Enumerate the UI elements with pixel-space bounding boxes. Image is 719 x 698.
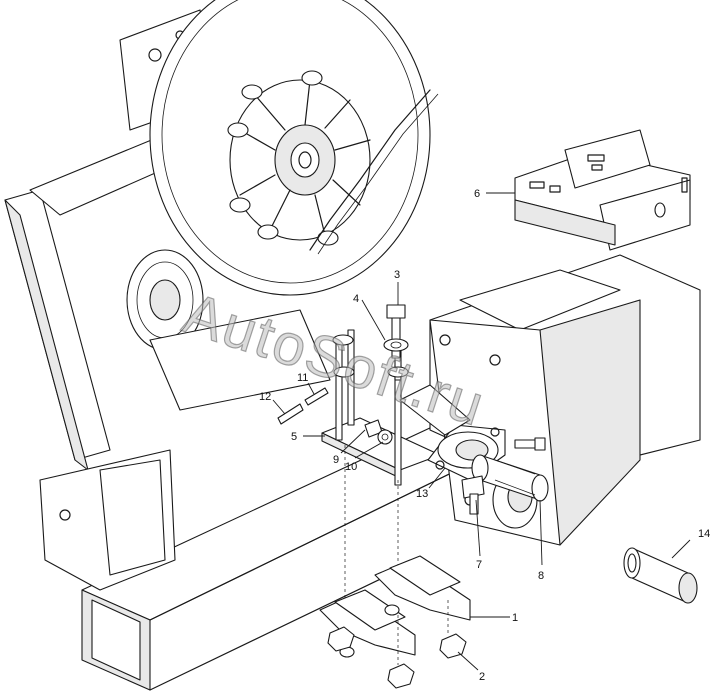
stud-washers bbox=[332, 334, 409, 378]
callout-3: 3 bbox=[394, 269, 400, 281]
gearbox-housing bbox=[429, 254, 701, 546]
part-8-shaft bbox=[471, 437, 549, 502]
part-6-bracket bbox=[514, 129, 691, 251]
callout-5: 5 bbox=[291, 431, 297, 443]
alignment-lines bbox=[344, 445, 449, 665]
left-post bbox=[4, 189, 176, 591]
part-2-nuts bbox=[327, 626, 467, 689]
callout-9: 9 bbox=[333, 454, 339, 466]
part-1-clamp-plates bbox=[319, 555, 471, 658]
callout-labels: 3 4 5 6 7 8 9 10 11 12 13 14 1 2 bbox=[259, 188, 710, 683]
leader-lines bbox=[272, 192, 691, 671]
callout-11: 11 bbox=[297, 372, 308, 384]
callout-2: 2 bbox=[479, 671, 485, 683]
callout-1: 1 bbox=[512, 612, 518, 624]
callout-12: 12 bbox=[259, 391, 271, 403]
part-12-pin bbox=[277, 403, 304, 425]
callout-10: 10 bbox=[345, 461, 357, 473]
part-11-pin bbox=[304, 387, 329, 406]
callout-13: 13 bbox=[416, 488, 428, 500]
callout-6: 6 bbox=[474, 188, 480, 200]
part-4-washer bbox=[383, 338, 409, 352]
callout-8: 8 bbox=[538, 570, 544, 582]
part-7-bolt bbox=[461, 475, 485, 515]
part-14-sleeve bbox=[623, 547, 698, 604]
pulley bbox=[126, 249, 331, 411]
callout-14: 14 bbox=[698, 528, 710, 540]
disc-wheel bbox=[149, 0, 439, 296]
part-3-bolt bbox=[386, 304, 406, 359]
part-10-washer bbox=[377, 429, 393, 445]
callout-4: 4 bbox=[353, 293, 359, 305]
callout-7: 7 bbox=[476, 559, 482, 571]
